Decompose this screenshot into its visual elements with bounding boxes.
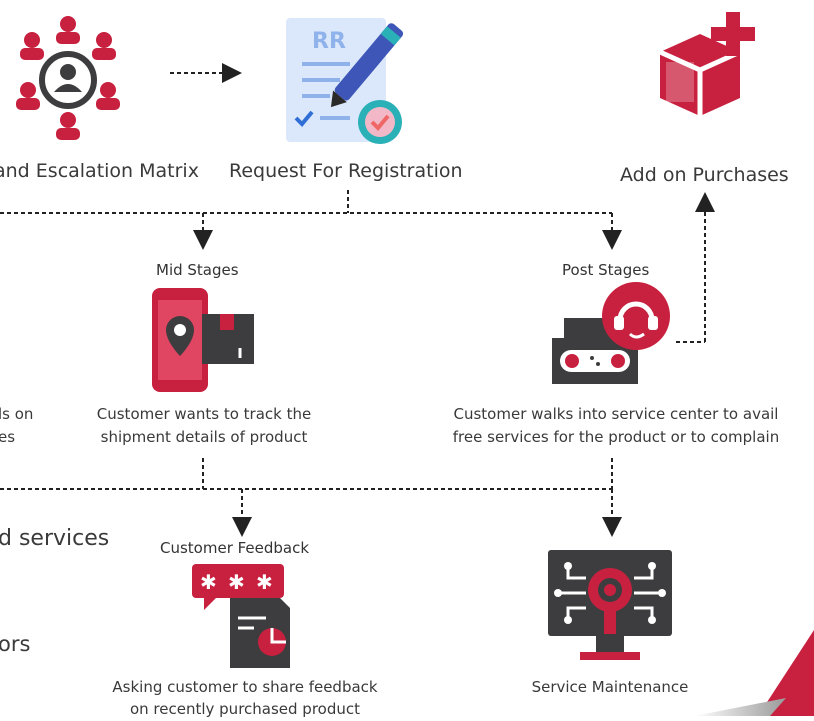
left-services-label: d services [0, 526, 110, 551]
feedback-caption-1: Asking customer to share feedback [112, 678, 378, 696]
mid-stages-caption-1: Customer wants to track the [96, 405, 312, 423]
add-on-label: Add on Purchases [620, 164, 789, 186]
left-partial-caption-2: es [0, 428, 16, 446]
post-stages-title: Post Stages [562, 261, 650, 279]
corner-decoration [694, 630, 814, 716]
box-plus-icon [658, 12, 755, 116]
svg-text:✱: ✱ [228, 570, 245, 594]
mid-stages-title: Mid Stages [156, 261, 239, 279]
svg-text:RR: RR [312, 29, 346, 54]
maintenance-monitor-icon [548, 550, 672, 660]
post-stages-caption-1: Customer walks into service center to av… [453, 405, 779, 423]
escalation-label: and Escalation Matrix [0, 160, 199, 182]
service-center-icon [552, 282, 670, 384]
phone-tracking-icon [152, 288, 254, 392]
feedback-caption-2: on recently purchased product [129, 700, 361, 718]
feedback-title: Customer Feedback [160, 539, 310, 557]
svg-text:✱: ✱ [256, 570, 273, 594]
svg-text:✱: ✱ [200, 570, 217, 594]
left-ors-label: ors [0, 632, 31, 656]
mid-stages-caption-2: shipment details of product [100, 428, 308, 446]
left-partial-caption-1: ls on [0, 405, 34, 423]
team-network-icon [16, 16, 120, 140]
post-stages-caption-2: free services for the product or to comp… [452, 428, 780, 446]
maintenance-label: Service Maintenance [531, 678, 689, 696]
feedback-icon: ✱ ✱ ✱ [192, 564, 290, 668]
registration-form-icon: RR [286, 18, 404, 144]
registration-label: Request For Registration [229, 160, 463, 182]
